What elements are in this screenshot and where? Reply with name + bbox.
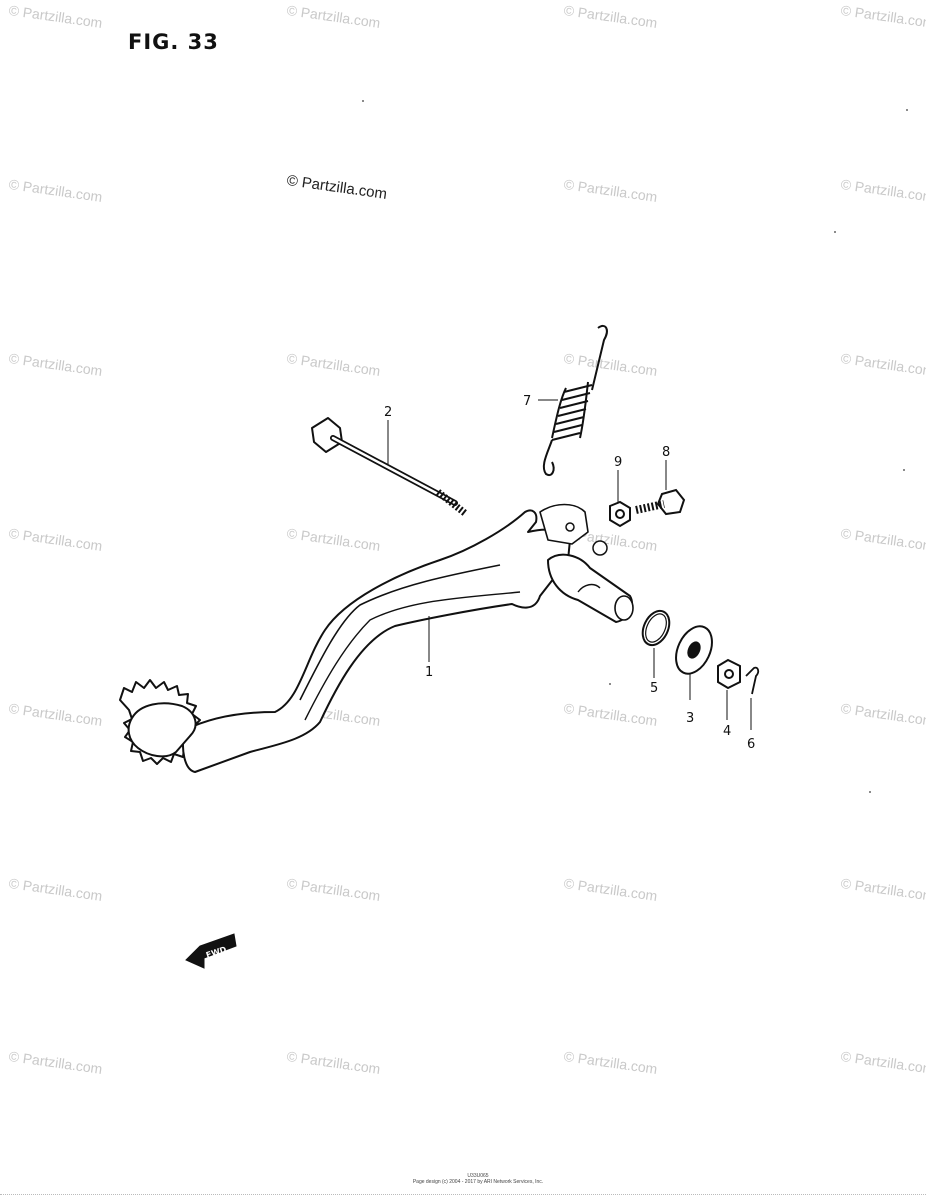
- brake-pedal-part[interactable]: [119, 503, 634, 773]
- callout-3[interactable]: 3: [686, 711, 694, 726]
- lock-nut-part[interactable]: [609, 500, 631, 528]
- callout-2[interactable]: 2: [384, 405, 392, 420]
- o-ring-part[interactable]: [638, 607, 675, 650]
- castle-nut-part[interactable]: [717, 658, 741, 690]
- callout-8[interactable]: 8: [662, 445, 670, 460]
- callout-6[interactable]: 6: [747, 737, 755, 752]
- pivot-bolt-part[interactable]: [311, 417, 469, 517]
- washer-part[interactable]: [669, 621, 719, 680]
- return-spring-part[interactable]: [542, 324, 608, 476]
- callout-labels: 1 2 3 4 5 6 7 8 9: [384, 394, 755, 752]
- callout-7[interactable]: 7: [523, 394, 531, 409]
- callout-9[interactable]: 9: [614, 455, 622, 470]
- page-bottom-rule: [0, 1194, 926, 1195]
- stop-bolt-part[interactable]: [635, 488, 686, 516]
- callout-1[interactable]: 1: [425, 665, 433, 680]
- callout-4[interactable]: 4: [723, 724, 731, 739]
- figure-title: FIG. 33: [128, 30, 219, 54]
- footer-copyright: Page design (c) 2004 - 2017 by ARI Netwo…: [412, 1179, 544, 1185]
- scan-specks: [362, 100, 908, 793]
- cotter-pin-part[interactable]: [745, 666, 760, 695]
- leader-lines: [387, 399, 752, 730]
- callout-5[interactable]: 5: [650, 681, 658, 696]
- forward-direction-badge: FWD: [185, 933, 237, 969]
- footer-code: U33U065: [467, 1173, 489, 1179]
- page-footer: U33U065 Page design (c) 2004 - 2017 by A…: [398, 1173, 558, 1185]
